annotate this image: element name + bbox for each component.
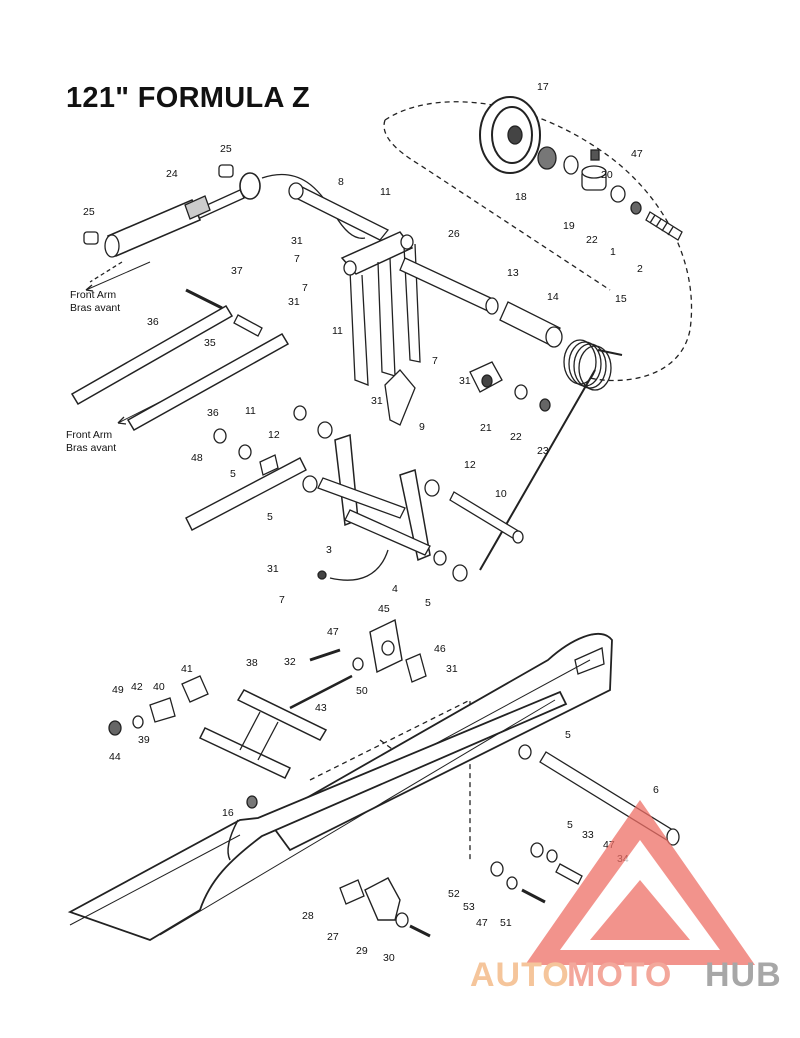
callout-25: 25	[220, 143, 232, 155]
front-arm-note-bottom-fr: Bras avant	[66, 442, 116, 454]
callout-2: 2	[637, 263, 643, 275]
callout-21: 21	[480, 422, 492, 434]
callout-25-lower: 25	[83, 206, 95, 218]
callout-36: 36	[147, 316, 159, 328]
page-title: 121" FORMULA Z	[66, 82, 311, 114]
callout-48: 48	[191, 452, 203, 464]
callout-10: 10	[495, 488, 507, 500]
diagram-drawing	[67, 96, 693, 941]
callout-31: 31	[291, 235, 303, 247]
callout-7-low: 7	[279, 594, 285, 606]
watermark-triangle-core	[590, 880, 690, 940]
callout-31-arm: 31	[371, 395, 383, 407]
callout-29: 29	[356, 945, 368, 957]
callout-47-lowest: 47	[476, 917, 488, 929]
callout-6: 6	[653, 784, 659, 796]
callout-27: 27	[327, 931, 339, 943]
callout-24: 24	[166, 168, 178, 180]
callout-12-right: 12	[464, 459, 476, 471]
callout-47-mid: 47	[327, 626, 339, 638]
callout-14: 14	[547, 291, 559, 303]
callout-23: 23	[537, 445, 549, 457]
watermark-text-hub: HUB	[705, 956, 782, 994]
callout-33: 33	[582, 829, 594, 841]
callout-13: 13	[507, 267, 519, 279]
callout-31-low: 31	[267, 563, 279, 575]
callout-11-mid: 11	[332, 325, 343, 337]
callout-26: 26	[448, 228, 460, 240]
callout-22-lower: 22	[510, 431, 522, 443]
callout-42: 42	[131, 681, 143, 693]
front-arm-note-top-fr: Bras avant	[70, 302, 120, 314]
callout-9: 9	[419, 421, 425, 433]
callout-53: 53	[463, 901, 475, 913]
callout-3: 3	[326, 544, 332, 556]
callout-11: 11	[380, 186, 391, 198]
part-callouts: 17 47 20 18 19 22 1 2 25 24 8 11 25 31 7…	[83, 81, 659, 964]
watermark-text-moto: MOTO	[567, 956, 672, 994]
callout-20: 20	[601, 169, 613, 181]
callout-47: 47	[631, 148, 643, 160]
callout-52: 52	[448, 888, 460, 900]
callout-5-a: 5	[230, 468, 236, 480]
callout-17: 17	[537, 81, 549, 93]
callout-8: 8	[338, 176, 344, 188]
callout-5-c: 5	[425, 597, 431, 609]
watermark-logo: AUTO MOTO HUB	[470, 800, 782, 994]
callout-7-mid: 7	[302, 282, 308, 294]
callout-11-low: 11	[245, 405, 256, 417]
callout-46: 46	[434, 643, 446, 655]
callout-28: 28	[302, 910, 314, 922]
callout-16: 16	[222, 807, 234, 819]
callout-5-rail: 5	[565, 729, 571, 741]
callout-32: 32	[284, 656, 296, 668]
callout-18: 18	[515, 191, 527, 203]
callout-1: 1	[610, 246, 616, 258]
callout-7-arm: 7	[432, 355, 438, 367]
callout-36-lower: 36	[207, 407, 219, 419]
callout-49: 49	[112, 684, 124, 696]
callout-41: 41	[181, 663, 193, 675]
watermark-text-auto: AUTO	[470, 956, 570, 994]
callout-5-bottom: 5	[567, 819, 573, 831]
callout-37: 37	[231, 265, 243, 277]
callout-30: 30	[383, 952, 395, 964]
callout-31-mid: 31	[288, 296, 300, 308]
callout-4: 4	[392, 583, 398, 595]
callout-31-arm-right: 31	[459, 375, 471, 387]
callout-7: 7	[294, 253, 300, 265]
callout-39: 39	[138, 734, 150, 746]
callout-31-bracket: 31	[446, 663, 458, 675]
front-arm-note-bottom-en: Front Arm	[66, 429, 112, 441]
callout-35: 35	[204, 337, 216, 349]
callout-19: 19	[563, 220, 575, 232]
callout-22: 22	[586, 234, 598, 246]
callout-44: 44	[109, 751, 121, 763]
callout-38: 38	[246, 657, 258, 669]
callout-15: 15	[615, 293, 627, 305]
callout-50: 50	[356, 685, 368, 697]
callout-43: 43	[315, 702, 327, 714]
front-arm-note-top-en: Front Arm	[70, 289, 116, 301]
callout-5-b: 5	[267, 511, 273, 523]
callout-45: 45	[378, 603, 390, 615]
callout-51: 51	[500, 917, 512, 929]
callout-12: 12	[268, 429, 280, 441]
callout-40: 40	[153, 681, 165, 693]
